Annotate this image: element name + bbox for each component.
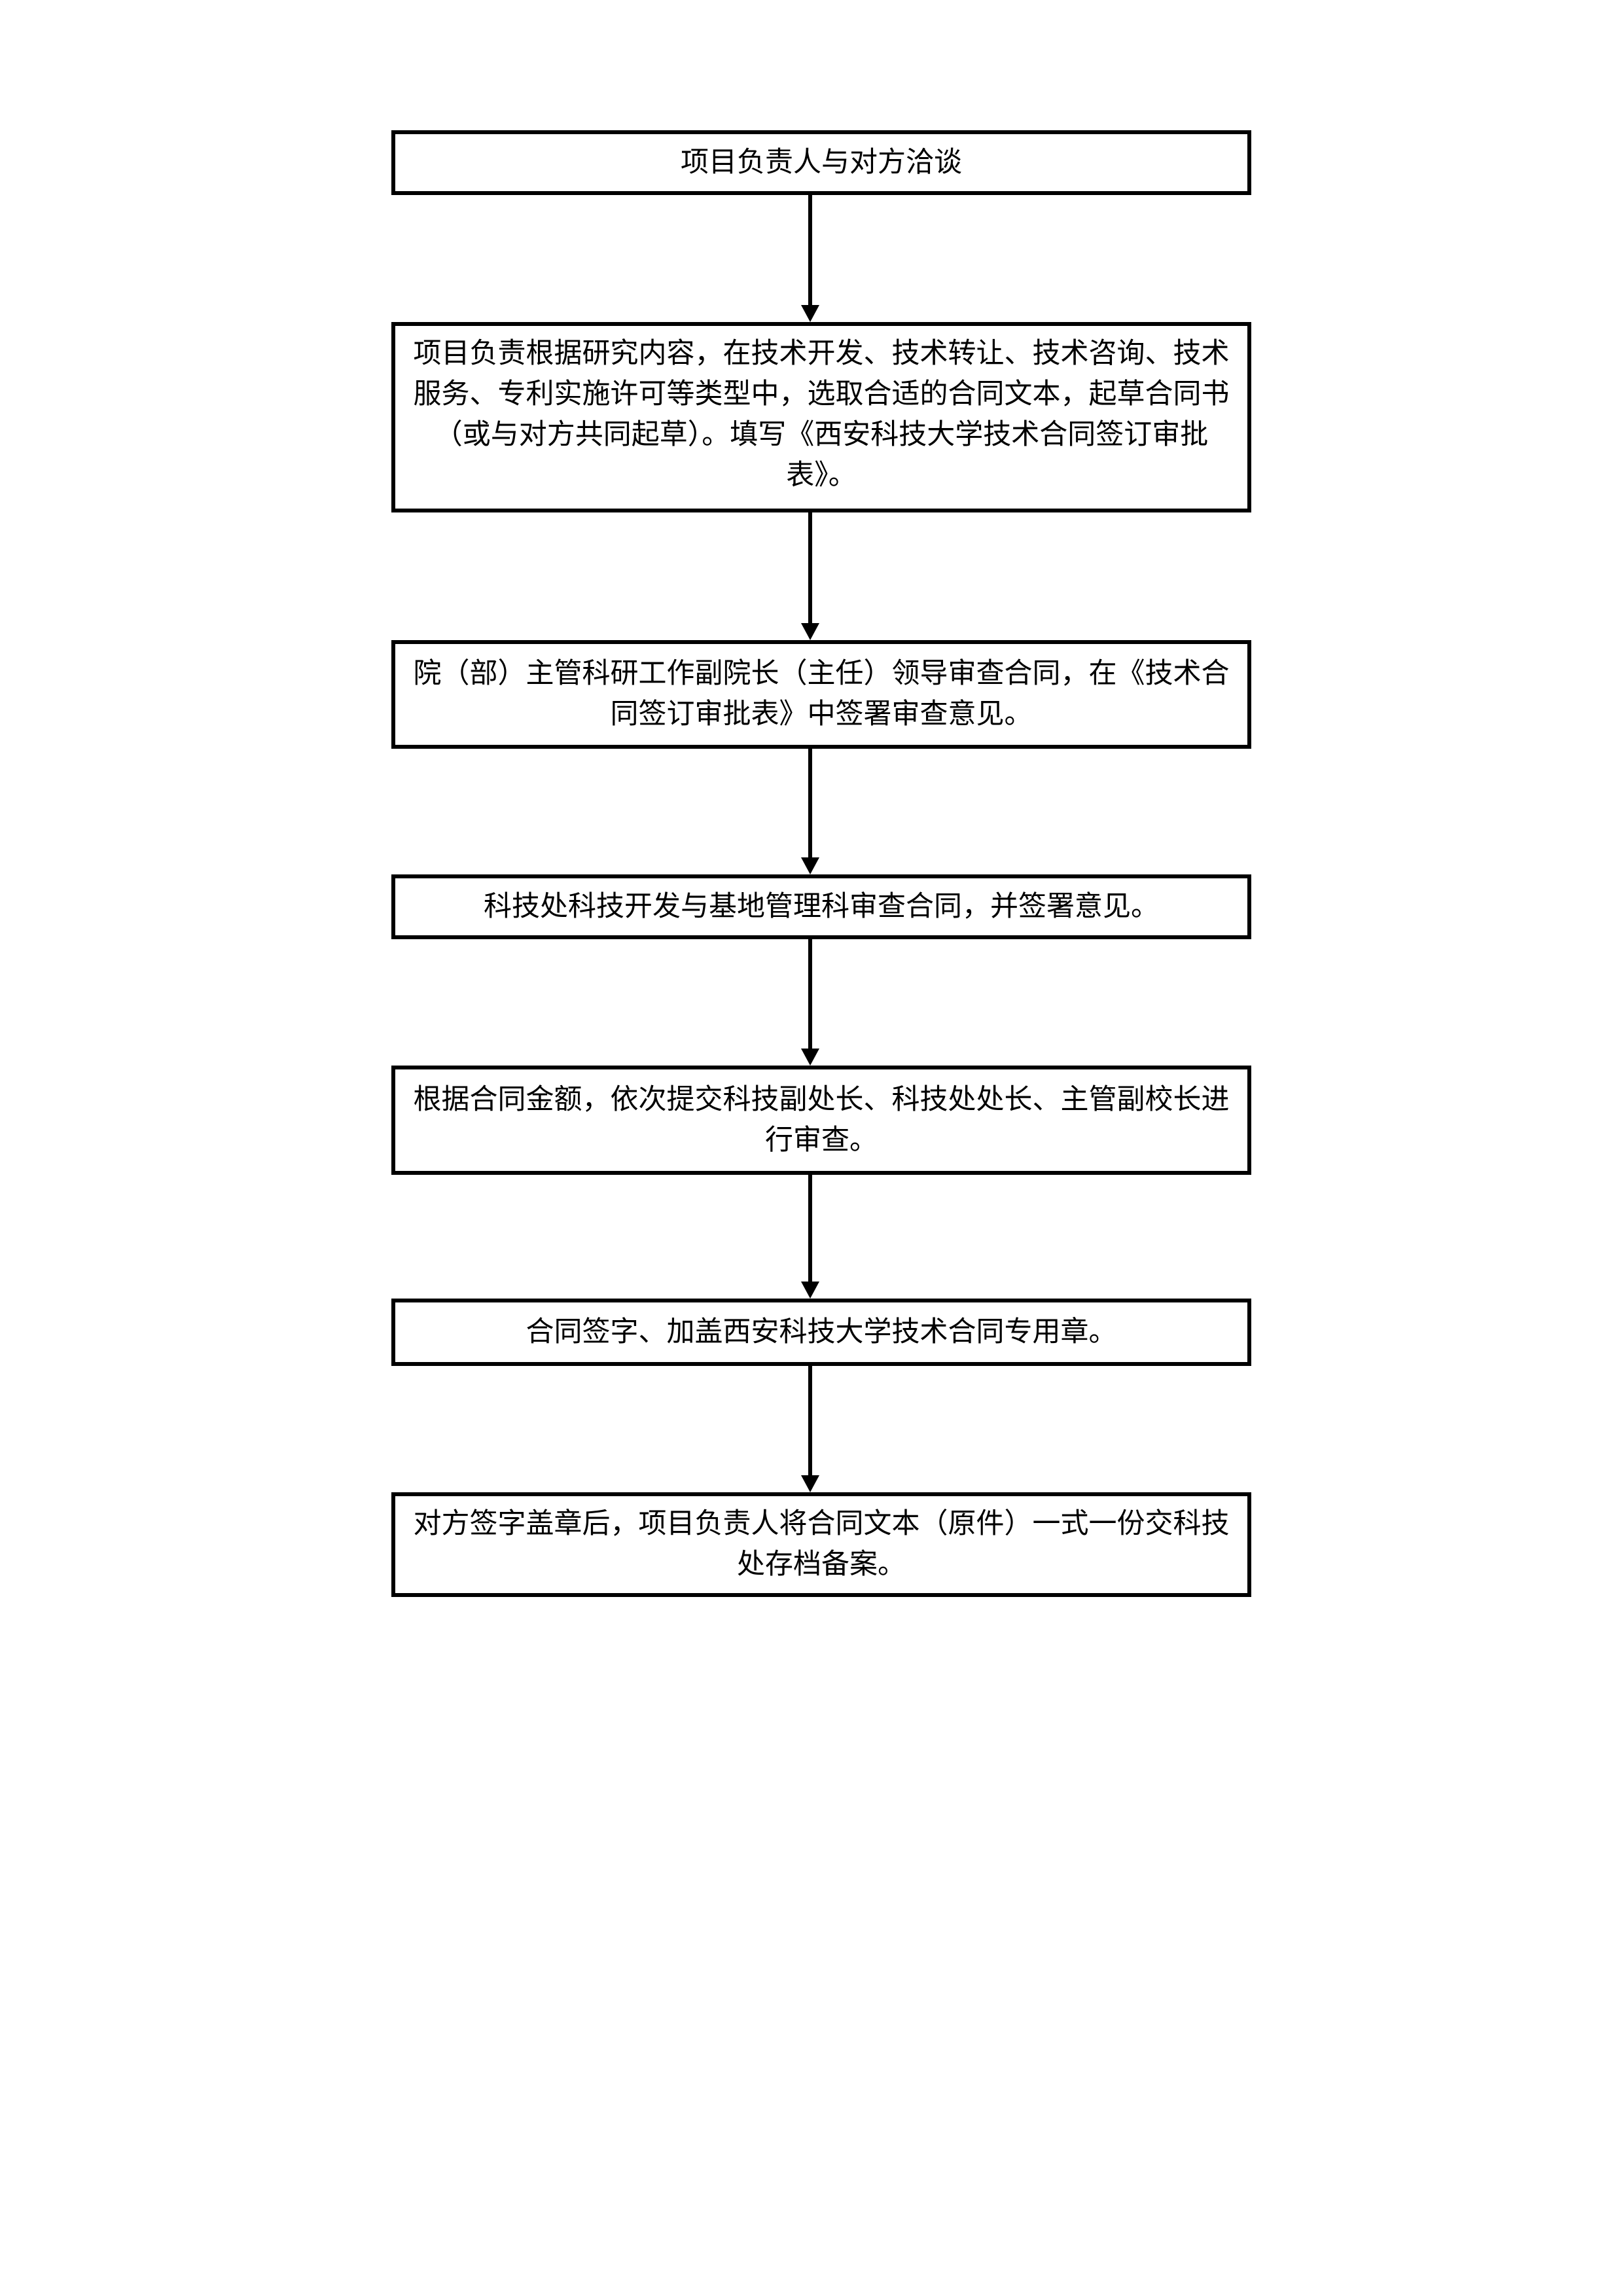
flow-step-text: 院（部）主管科研工作副院长（主任）领导审查合同，在《技术合同签订审批表》中签署审… — [413, 658, 1230, 730]
arrow-line — [808, 512, 812, 624]
down-arrow-2 — [801, 512, 819, 640]
down-arrow-5 — [801, 1175, 819, 1299]
flow-step-text: 项目负责根据研究内容，在技术开发、技术转让、技术咨询、技术服务、专利实施许可等类… — [413, 338, 1230, 491]
flow-step-text: 合同签字、加盖西安科技大学技术合同专用章。 — [526, 1316, 1117, 1348]
down-arrow-3 — [801, 749, 819, 874]
arrow-line — [808, 939, 812, 1050]
flow-step-text: 项目负责人与对方洽谈 — [681, 147, 962, 178]
arrow-head-icon — [801, 1282, 819, 1299]
flow-step-box-1: 项目负责人与对方洽谈 — [391, 130, 1251, 195]
down-arrow-1 — [801, 195, 819, 322]
flow-step-text: 对方签字盖章后，项目负责人将合同文本（原件）一式一份交科技处存档备案。 — [413, 1509, 1230, 1580]
flow-step-box-3: 院（部）主管科研工作副院长（主任）领导审查合同，在《技术合同签订审批表》中签署审… — [391, 640, 1251, 749]
arrow-head-icon — [801, 305, 819, 322]
flow-step-text: 科技处科技开发与基地管理科审查合同，并签署意见。 — [484, 891, 1159, 922]
arrow-line — [808, 1175, 812, 1283]
down-arrow-6 — [801, 1366, 819, 1492]
flow-step-box-7: 对方签字盖章后，项目负责人将合同文本（原件）一式一份交科技处存档备案。 — [391, 1492, 1251, 1597]
flow-step-box-4: 科技处科技开发与基地管理科审查合同，并签署意见。 — [391, 874, 1251, 939]
arrow-head-icon — [801, 857, 819, 874]
flow-step-box-5: 根据合同金额，依次提交科技副处长、科技处处长、主管副校长进行审查。 — [391, 1066, 1251, 1175]
arrow-line — [808, 195, 812, 306]
down-arrow-4 — [801, 939, 819, 1066]
flow-step-box-2: 项目负责根据研究内容，在技术开发、技术转让、技术咨询、技术服务、专利实施许可等类… — [391, 322, 1251, 512]
flow-step-text: 根据合同金额，依次提交科技副处长、科技处处长、主管副校长进行审查。 — [413, 1084, 1230, 1156]
arrow-line — [808, 1366, 812, 1477]
arrow-head-icon — [801, 1049, 819, 1066]
arrow-line — [808, 749, 812, 859]
arrow-head-icon — [801, 623, 819, 640]
arrow-head-icon — [801, 1475, 819, 1492]
flow-step-box-6: 合同签字、加盖西安科技大学技术合同专用章。 — [391, 1299, 1251, 1366]
